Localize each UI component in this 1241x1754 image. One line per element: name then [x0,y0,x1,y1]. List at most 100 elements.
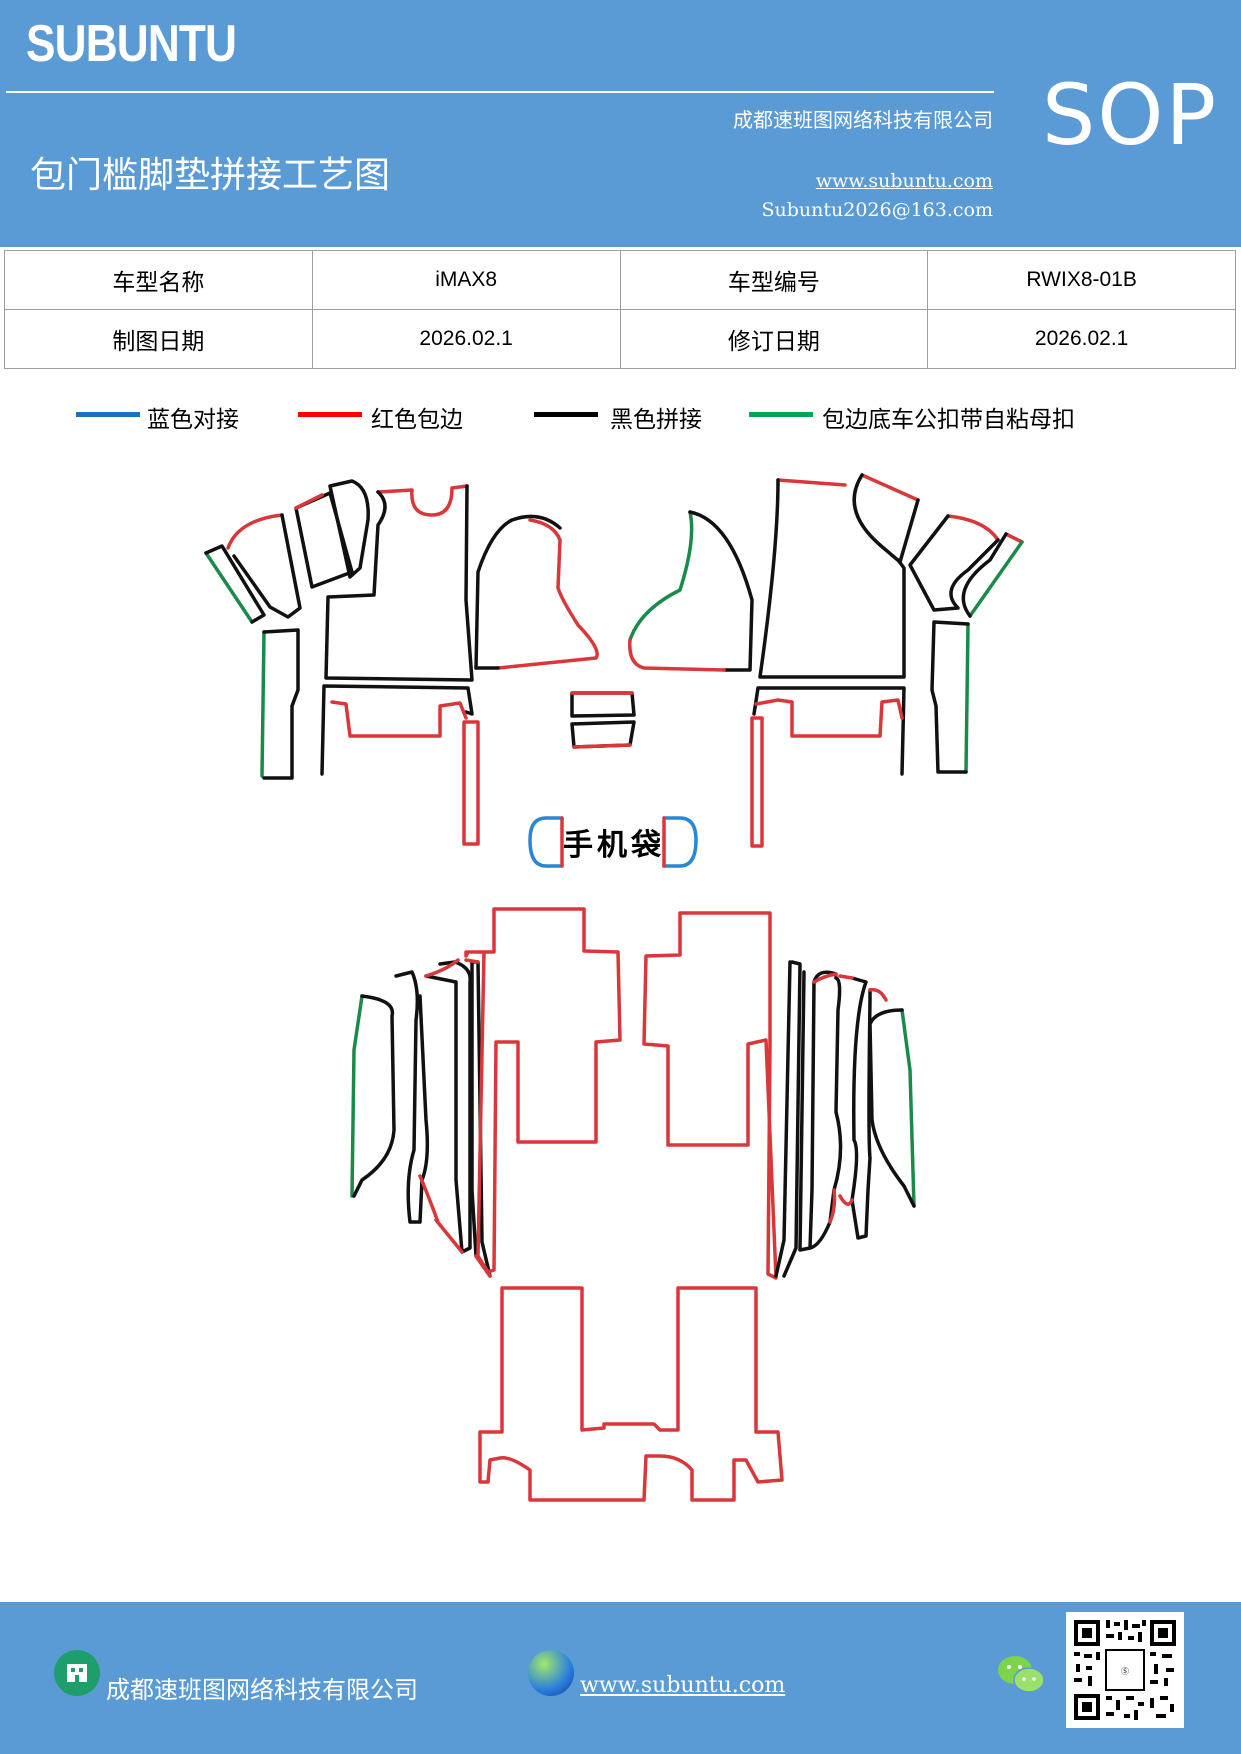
mat-outline [570,691,636,718]
mat-outline [776,478,847,487]
label-cell: 车型编号 [619,250,929,310]
mat-outline [232,513,302,619]
table-row: 制图日期 2026.02.1 修订日期 2026.02.1 [4,309,1236,369]
legend-swatch [76,412,140,417]
mat-outline [754,698,904,738]
mat-outline [464,958,480,964]
header-divider [6,91,994,93]
phone-pocket-label: 手机袋 [563,828,665,863]
middle-left-pieces [350,958,492,1278]
mat-outline [496,518,599,670]
mat-outline [860,473,920,502]
mat-outline [964,622,970,774]
value-cell: 2026.02.1 [311,309,621,369]
mat-outline [262,628,300,780]
legend-label: 包边底车公扣带自粘母扣 [822,407,1075,433]
mat-outline [868,1008,916,1208]
mat-outline [376,484,469,517]
mat-outline [900,1008,916,1208]
brand-logo: SUBUNTU [26,15,237,73]
wechat-icon[interactable] [996,1652,1046,1698]
mat-outline [642,911,778,1280]
mat-outline [930,620,970,774]
mat-outline [1004,532,1024,544]
value-cell: iMAX8 [311,250,621,310]
website-link[interactable]: www.subuntu.com [815,170,993,192]
mat-outline [418,1174,440,1224]
mat-outline [946,514,1000,542]
pocket-left-bracket [528,816,564,868]
mat-outline [464,907,622,1274]
middle-right-pieces [774,960,916,1278]
legend-label: 黑色拼接 [610,407,702,433]
mat-outline [424,958,460,978]
label-cell: 制图日期 [4,309,313,369]
label-cell: 车型名称 [4,250,313,310]
mat-outline [628,638,726,672]
legend-swatch [298,412,362,417]
mat-outline [572,743,632,749]
mat-outline [350,994,364,1198]
pocket-right-bracket [662,816,698,868]
mat-outline [688,510,754,672]
document-title: 包门槛脚垫拼接工艺图 [30,155,391,196]
rear-mat-outline [478,1286,784,1502]
legend-label: 蓝色对接 [147,407,239,433]
mat-outline [320,684,474,776]
mat-outline [838,1194,854,1206]
phone-pocket [528,816,698,868]
vehicle-info-table: 车型名称 iMAX8 车型编号 RWIX8-01B 制图日期 2026.02.1… [4,250,1236,369]
mat-outline [850,976,872,1240]
svg-text:Ⓢ: Ⓢ [1121,1667,1129,1676]
mat-outline [868,987,888,1002]
building-icon [54,1650,100,1696]
floor-mat-diagram [204,473,1024,1502]
mat-outline [294,493,324,510]
mat-outline [961,532,1008,618]
mat-outline [226,513,284,550]
mat-outline [204,544,266,624]
upper-right-pieces [628,473,1024,848]
mat-outline [808,976,843,1250]
mat-outline [828,1188,837,1224]
legend-swatch [534,412,598,417]
footer-website-link[interactable]: www.subuntu.com [580,1673,786,1698]
mat-outline [752,686,906,776]
value-cell: 2026.02.1 [927,309,1236,369]
legend-swatch [749,412,813,417]
sop-badge: SOP [1042,66,1219,164]
footer-company: 成都速班图网络科技有限公司 [106,1676,418,1704]
mat-outline [782,960,802,1278]
mat-outline [852,473,920,564]
mat-outline [260,630,266,778]
mat-outline [968,540,1024,618]
table-row: 车型名称 iMAX8 车型编号 RWIX8-01B [4,250,1236,310]
mat-outline [812,972,838,984]
mat-outline [798,970,838,1252]
mat-outline [324,484,474,682]
mat-outline [774,960,792,1278]
mat-outline [628,510,694,642]
mat-outline [462,720,480,846]
mat-outline [434,1218,464,1254]
mat-outline [394,970,430,1224]
email-address: Subuntu2026@163.com [761,199,993,221]
mat-outline [330,700,468,738]
center-pieces [570,691,636,749]
mat-outline [758,478,906,679]
qr-code[interactable]: Ⓢ [1066,1612,1184,1728]
legend-label: 红色包边 [371,407,463,433]
mat-outline [838,974,854,980]
header-banner: SUBUNTU 成都速班图网络科技有限公司 包门槛脚垫拼接工艺图 www.sub… [0,0,1241,247]
mat-outline [204,551,254,624]
mat-outline [750,716,764,848]
label-cell: 修订日期 [619,309,929,369]
value-cell: RWIX8-01B [927,250,1236,310]
mat-outline [908,514,1000,612]
globe-icon [528,1650,574,1696]
mat-outline [474,514,562,670]
mat-outline [352,994,396,1198]
mat-outline [570,720,636,749]
upper-left-pieces [204,479,599,846]
mat-outline [424,960,472,1254]
